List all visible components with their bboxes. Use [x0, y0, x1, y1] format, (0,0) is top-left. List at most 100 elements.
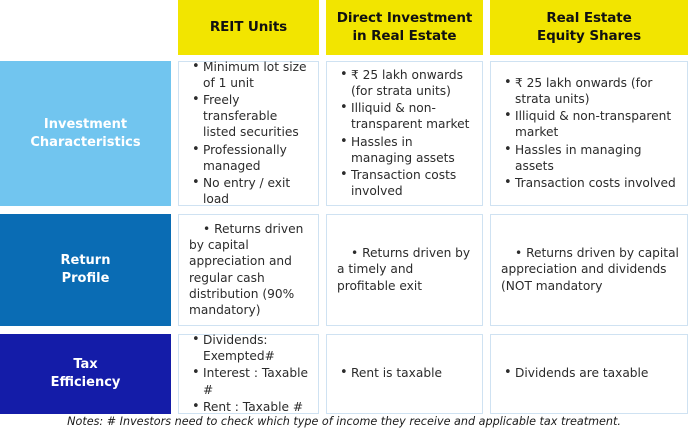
- grid-gutter: [319, 0, 326, 55]
- bullet-list: ₹ 25 lakh onwards (for strata units) Ill…: [337, 66, 474, 201]
- grid-gutter: [490, 206, 688, 214]
- bullet-list: • Returns driven by capital appreciation…: [189, 221, 310, 319]
- row-label-tax-efficiency: Tax Efficiency: [0, 334, 171, 414]
- row-label-text: Tax Efficiency: [51, 356, 121, 391]
- grid-gutter: [0, 55, 171, 61]
- bullet-list: Dividends: Exempted# Interest : Taxable …: [189, 331, 310, 416]
- list-item-text: Returns driven by a timely and profitabl…: [337, 246, 471, 293]
- header-line-1: Real Estate: [546, 10, 632, 27]
- row-label-investment-characteristics: Investment Characteristics: [0, 61, 171, 206]
- row-label-line-1: Tax: [73, 357, 98, 373]
- column-header-reit-units: REIT Units: [178, 0, 319, 55]
- row-label-line-1: Investment: [43, 116, 128, 132]
- list-item: • Returns driven by a timely and profita…: [337, 245, 474, 294]
- list-item: Professionally managed: [192, 141, 310, 174]
- list-item: ₹ 25 lakh onwards (for strata units): [340, 66, 474, 99]
- grid-gutter: [178, 206, 319, 214]
- list-item: ₹ 25 lakh onwards (for strata units): [504, 74, 679, 107]
- bullet-list: Rent is taxable: [337, 364, 474, 382]
- bullet-list: Dividends are taxable: [501, 364, 679, 382]
- list-item: Transaction costs involved: [504, 174, 679, 192]
- grid-gutter: [326, 326, 483, 334]
- grid-gutter: [483, 214, 490, 326]
- grid-gutter: [0, 326, 171, 334]
- grid-gutter: [483, 0, 490, 55]
- list-item: Minimum lot size of 1 unit: [192, 58, 310, 91]
- cell-return-profile-equity-shares: • Returns driven by capital appreciation…: [490, 214, 688, 326]
- row-label-return-profile: Return Profile: [0, 214, 171, 326]
- grid-gutter: [319, 61, 326, 206]
- footer-note: Notes: # Investors need to check which t…: [67, 415, 621, 428]
- grid-gutter: [319, 206, 326, 214]
- cell-return-profile-reit-units: • Returns driven by capital appreciation…: [178, 214, 319, 326]
- list-item: Rent : Taxable #: [192, 398, 310, 416]
- header-line-2: in Real Estate: [352, 27, 457, 44]
- bullet-glyph: •: [203, 221, 215, 236]
- column-header-reit-units-label: REIT Units: [209, 18, 288, 35]
- cell-investment-characteristics-equity-shares: ₹ 25 lakh onwards (for strata units) Ill…: [490, 61, 688, 206]
- bullet-glyph: •: [351, 246, 363, 261]
- column-header-direct-investment-label: Direct Investment in Real Estate: [336, 10, 473, 45]
- cell-tax-efficiency-equity-shares: Dividends are taxable: [490, 334, 688, 414]
- grid-gutter: [178, 326, 319, 334]
- list-item: Interest : Taxable #: [192, 364, 310, 397]
- list-item: Dividends: Exempted#: [192, 331, 310, 364]
- row-label-line-2: Profile: [61, 271, 110, 286]
- column-header-equity-shares-label: Real Estate Equity Shares: [537, 10, 641, 45]
- grid-gutter: [171, 326, 178, 334]
- header-line-2: Equity Shares: [536, 27, 642, 44]
- grid-gutter: [483, 326, 490, 334]
- grid-gutter: [483, 55, 490, 61]
- bullet-glyph: •: [515, 246, 527, 261]
- list-item: • Returns driven by capital appreciation…: [189, 221, 310, 318]
- list-item: Hassles in managing assets: [504, 141, 679, 174]
- row-label-text: Investment Characteristics: [30, 116, 140, 151]
- bullet-list: Minimum lot size of 1 unit Freely transf…: [189, 58, 310, 209]
- list-item: No entry / exit load: [192, 174, 310, 207]
- bullet-list: ₹ 25 lakh onwards (for strata units) Ill…: [501, 74, 679, 193]
- grid-gutter: [171, 0, 178, 55]
- grid-gutter: [171, 55, 178, 61]
- bullet-list: • Returns driven by capital appreciation…: [501, 245, 679, 295]
- grid-gutter: [483, 206, 490, 214]
- grid-gutter: [490, 326, 688, 334]
- grid-gutter: [490, 55, 688, 61]
- column-header-direct-investment: Direct Investment in Real Estate: [326, 0, 483, 55]
- grid-gutter: [171, 61, 178, 206]
- grid-gutter: [0, 206, 171, 214]
- grid-gutter: [326, 206, 483, 214]
- grid-gutter: [319, 214, 326, 326]
- grid-gutter: [326, 55, 483, 61]
- cell-tax-efficiency-direct-investment: Rent is taxable: [326, 334, 483, 414]
- list-item-text: Returns driven by capital appreciation a…: [501, 246, 679, 293]
- row-label-line-2: Characteristics: [30, 134, 141, 150]
- row-label-line-2: Efficiency: [50, 375, 121, 390]
- list-item: Rent is taxable: [340, 364, 474, 382]
- list-item: Transaction costs involved: [340, 166, 474, 199]
- list-item: • Returns driven by capital appreciation…: [501, 245, 679, 294]
- cell-return-profile-direct-investment: • Returns driven by a timely and profita…: [326, 214, 483, 326]
- header-line-1: Direct Investment: [336, 10, 473, 27]
- grid-gutter: [483, 334, 490, 414]
- grid-gutter: [319, 326, 326, 334]
- list-item: Dividends are taxable: [504, 364, 679, 382]
- grid-gutter: [171, 334, 178, 414]
- list-item-text: Returns driven by capital appreciation a…: [189, 221, 304, 317]
- bullet-list: • Returns driven by a timely and profita…: [337, 245, 474, 295]
- list-item: Illiquid & non-transparent market: [340, 99, 474, 132]
- cell-investment-characteristics-direct-investment: ₹ 25 lakh onwards (for strata units) Ill…: [326, 61, 483, 206]
- column-header-equity-shares: Real Estate Equity Shares: [490, 0, 688, 55]
- grid-gutter: [483, 61, 490, 206]
- grid-gutter: [171, 214, 178, 326]
- comparison-grid: REIT Units Direct Investment in Real Est…: [0, 0, 688, 414]
- cell-tax-efficiency-reit-units: Dividends: Exempted# Interest : Taxable …: [178, 331, 319, 416]
- grid-gutter: [319, 55, 326, 61]
- list-item: Illiquid & non-transparent market: [504, 107, 679, 140]
- row-label-text: Return Profile: [61, 252, 111, 287]
- grid-gutter: [171, 206, 178, 214]
- cell-investment-characteristics-reit-units: Minimum lot size of 1 unit Freely transf…: [178, 58, 319, 209]
- row-label-line-1: Return: [60, 253, 111, 269]
- header-corner-cell: [0, 0, 171, 55]
- list-item: Freely transferable listed securities: [192, 91, 310, 141]
